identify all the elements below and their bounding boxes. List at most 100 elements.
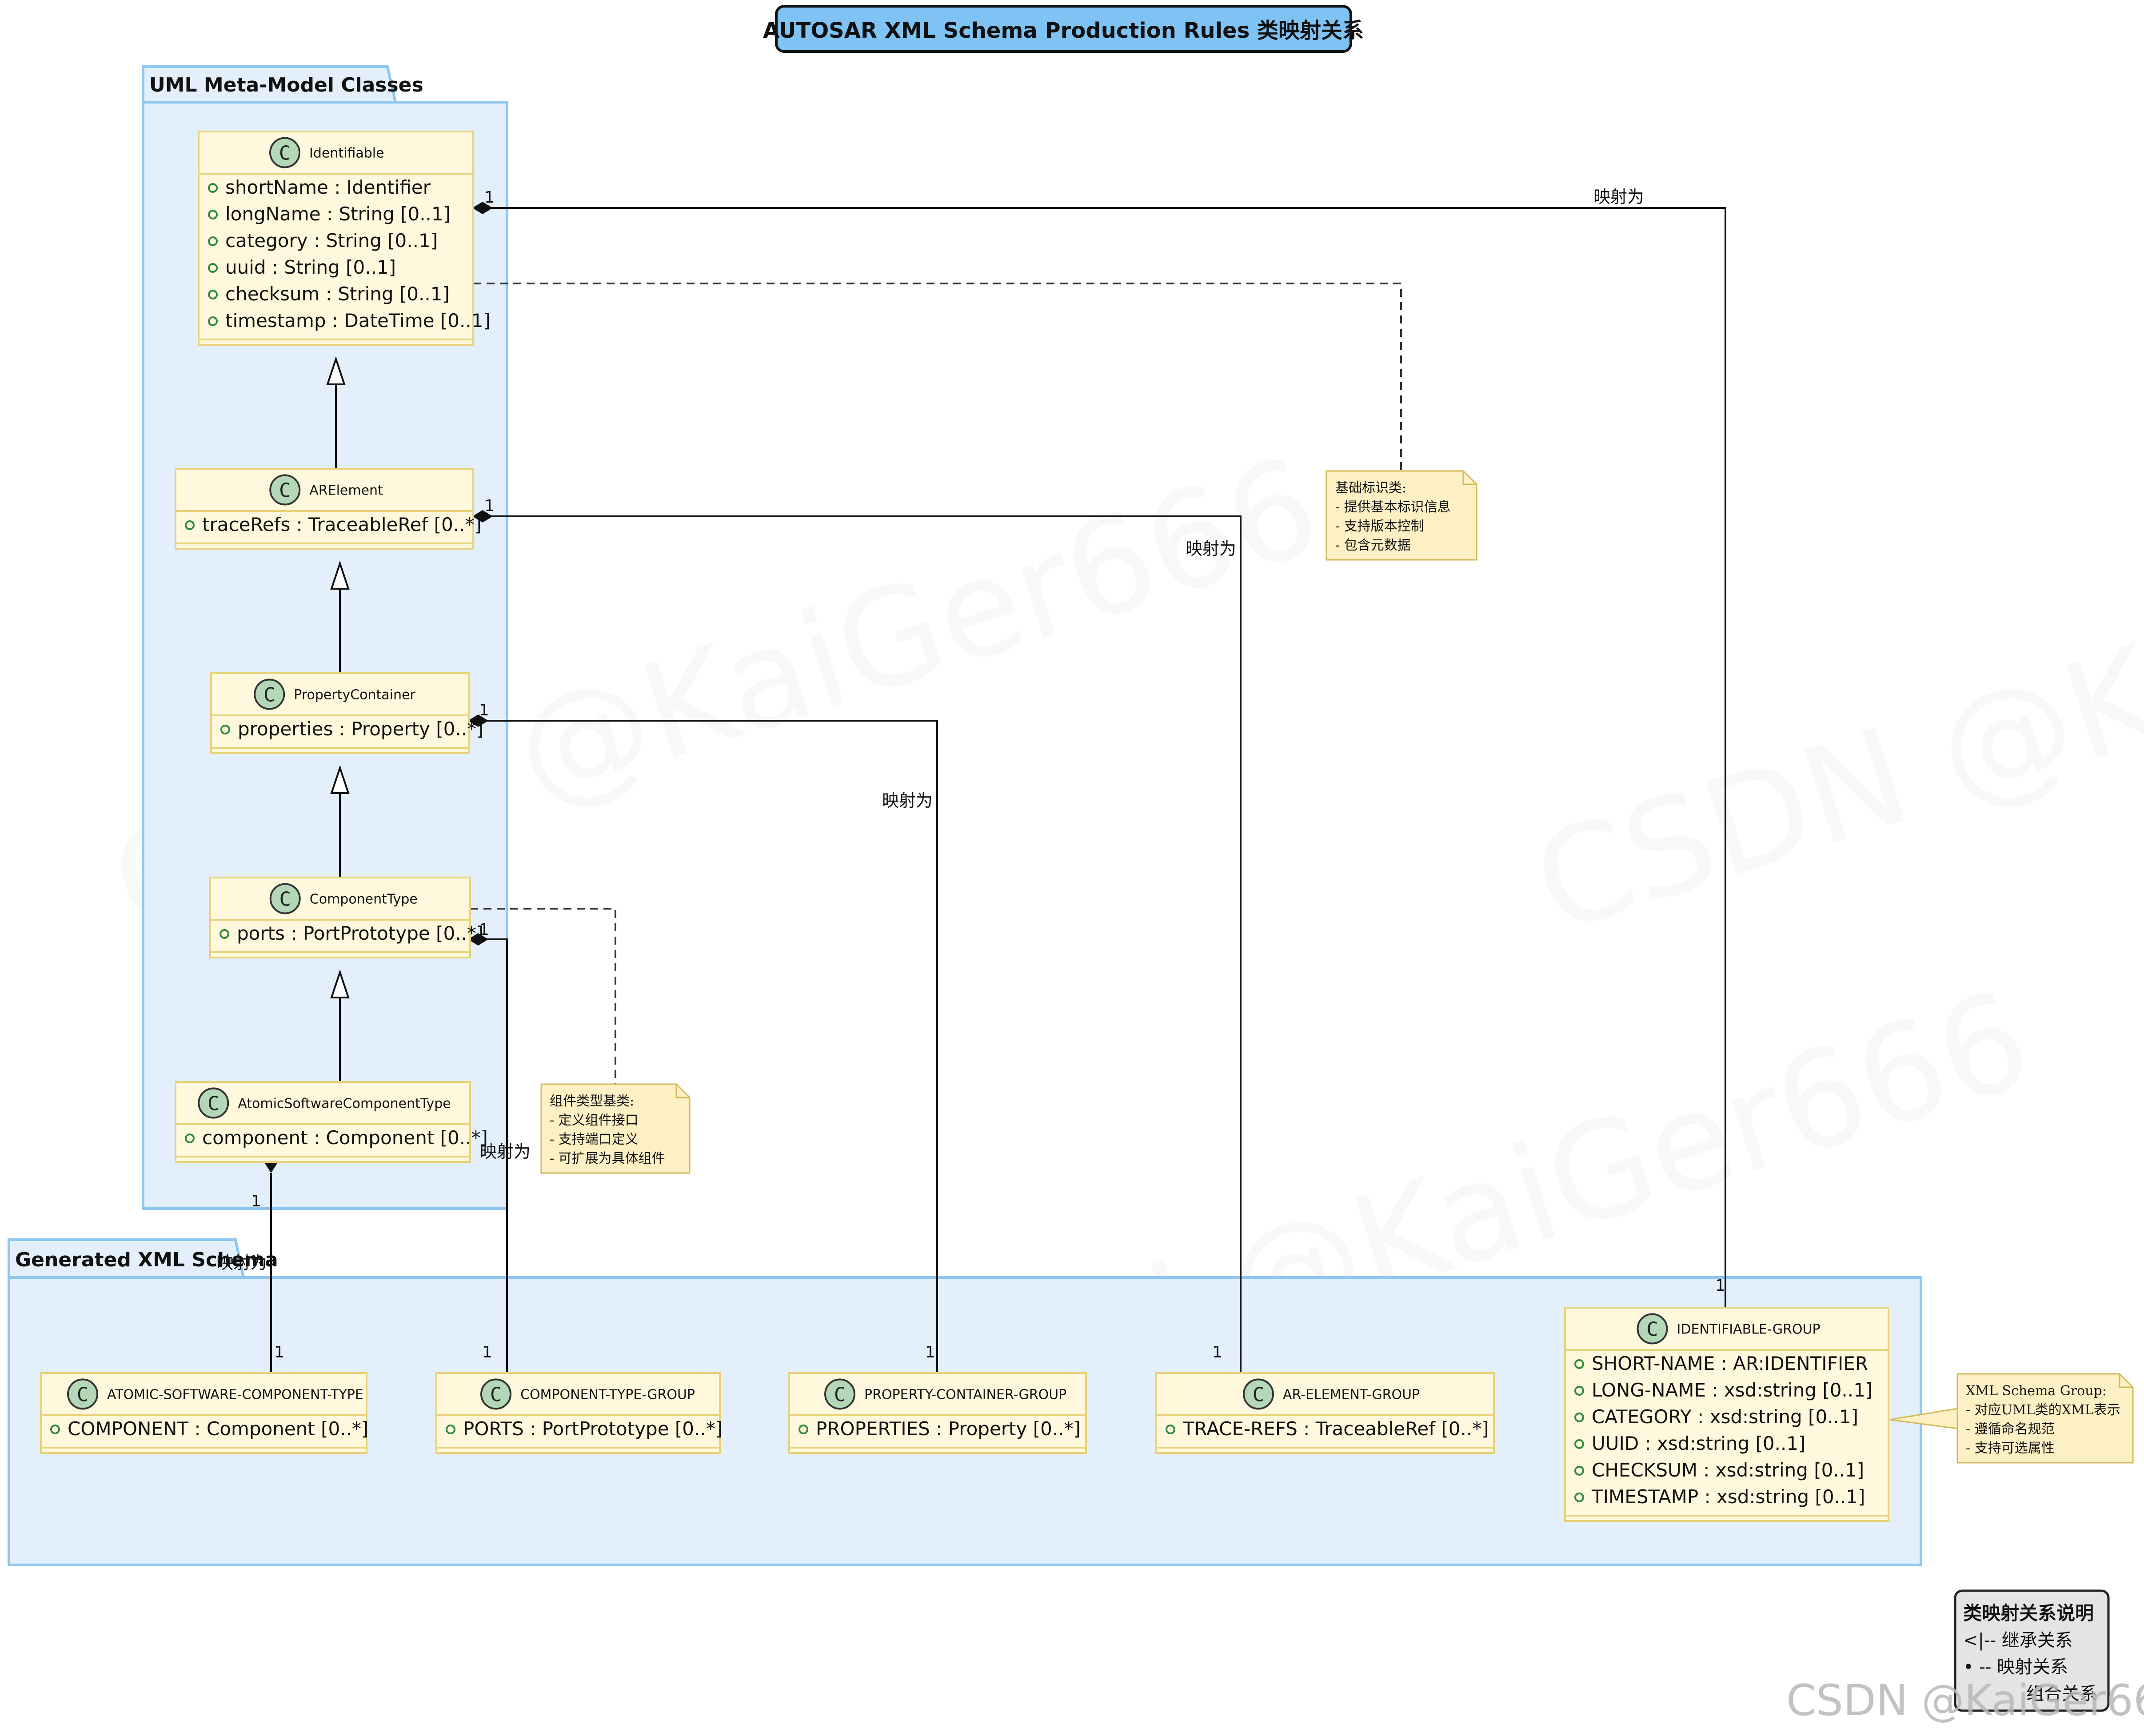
- class-name: ComponentType: [310, 892, 418, 907]
- mult-arelement-dst: 1: [1212, 1343, 1222, 1361]
- class-attribute: timestamp : DateTime [0..1]: [225, 310, 491, 331]
- class-attribute: PORTS : PortPrototype [0..*]: [463, 1418, 723, 1440]
- class-attribute: TIMESTAMP : xsd:string [0..1]: [1591, 1486, 1865, 1508]
- public-visibility-icon: [446, 1425, 455, 1434]
- class-c-glyph: C: [264, 684, 275, 706]
- title-text: AUTOSAR XML Schema Production Rules 类映射关…: [763, 18, 1364, 43]
- class-c-glyph: C: [208, 1093, 220, 1115]
- mapping-line-propertycontainer: [468, 720, 938, 1373]
- class-c-icon: [269, 137, 300, 168]
- note-componenttype-box: [540, 1083, 691, 1174]
- mult-identifiable-src: 1: [484, 188, 495, 207]
- inheritance-arrow-1: [326, 356, 346, 385]
- class-box: [435, 1372, 721, 1454]
- legend-line-inheritance: <|-- 继承关系: [1963, 1630, 2073, 1651]
- composition-diamond-componenttype: [468, 933, 488, 946]
- public-visibility-icon: [208, 263, 218, 273]
- note-componenttype: 组件类型基类: - 定义组件接口 - 支持端口定义 - 可扩展为具体组件: [540, 1083, 691, 1174]
- legend-box: [1954, 1589, 2110, 1712]
- class-attribute: ports : PortPrototype [0..*]: [237, 922, 483, 944]
- note-xml-group-line-1: XML Schema Group:: [1966, 1383, 2107, 1399]
- class-arelement-group: C AR-ELEMENT-GROUP TRACE-REFS : TraceableR…: [1155, 1372, 1495, 1454]
- mult-atomicswc-src: 1: [251, 1192, 261, 1210]
- class-box: [198, 131, 474, 346]
- class-c-icon: [67, 1378, 98, 1410]
- public-visibility-icon: [1574, 1493, 1584, 1502]
- mapping-label-componenttype: 映射为: [480, 1142, 531, 1161]
- uml-package-label: UML Meta-Model Classes: [149, 74, 423, 96]
- inheritance-arrow-4: [330, 969, 350, 998]
- mapping-label-atomicswc: 映射为: [216, 1253, 267, 1273]
- public-visibility-icon: [220, 725, 230, 734]
- class-box: [210, 672, 470, 754]
- xml-package-label: Generated XML Schema: [15, 1249, 278, 1271]
- note-componenttype-fold: [675, 1084, 690, 1098]
- note-componenttype-line-2: - 定义组件接口: [550, 1113, 639, 1128]
- mapping-label-arelement: 映射为: [1186, 539, 1236, 559]
- composition-diamond-identifiable: [472, 202, 493, 214]
- class-c-icon: [480, 1378, 511, 1410]
- class-attribute: LONG-NAME : xsd:string [0..1]: [1592, 1379, 1873, 1401]
- public-visibility-icon: [208, 236, 218, 246]
- inheritance-arrow-2: [330, 560, 350, 590]
- note-identifiable-line-2: - 提供基本标识信息: [1335, 499, 1451, 515]
- class-attribute: uuid : String [0..1]: [225, 256, 396, 278]
- public-visibility-icon: [1574, 1466, 1584, 1476]
- mult-atomicswc-dst: 1: [274, 1343, 284, 1361]
- class-c-glyph: C: [279, 888, 291, 911]
- class-c-icon: [198, 1087, 229, 1119]
- public-visibility-icon: [1574, 1439, 1584, 1449]
- class-c-glyph: C: [279, 479, 291, 502]
- mapping-connectors: [265, 202, 1726, 1373]
- note-identifiable-line-4: - 包含元数据: [1335, 538, 1411, 553]
- note-componenttype-line-4: - 可扩展为具体组件: [550, 1151, 665, 1166]
- class-c-icon: [1637, 1313, 1668, 1345]
- class-name: PropertyContainer: [294, 687, 415, 703]
- note-xml-group: XML Schema Group: - 对应UML类的XML表示 - 遵循命名规…: [1956, 1373, 2134, 1464]
- class-name: ATOMIC-SOFTWARE-COMPONENT-TYPE: [107, 1387, 363, 1403]
- multiplicities: 1 1 1 1 1 1 1 1 1 1: [251, 188, 1725, 1361]
- class-c-icon: [254, 678, 285, 710]
- title-box: [775, 5, 1352, 53]
- mapping-labels: 映射为 映射为 映射为 映射为 映射为: [216, 187, 1644, 1273]
- note-identifiable-line-3: - 支持版本控制: [1335, 519, 1424, 534]
- public-visibility-icon: [1166, 1425, 1175, 1434]
- class-c-icon: [1243, 1378, 1274, 1410]
- note-identifiable: 基础标识类: - 提供基本标识信息 - 支持版本控制 - 包含元数据: [1326, 470, 1477, 561]
- public-visibility-icon: [1574, 1386, 1584, 1396]
- note-identifiable-box: [1326, 470, 1477, 561]
- public-visibility-icon: [799, 1425, 808, 1434]
- class-attribute: UUID : xsd:string [0..1]: [1592, 1433, 1805, 1454]
- legend: 类映射关系说明 <|-- 继承关系 • -- 映射关系 组合关系: [1954, 1589, 2110, 1712]
- class-name: AR-ELEMENT-GROUP: [1283, 1387, 1420, 1403]
- note-link-identifiable: [473, 283, 1402, 471]
- public-visibility-icon: [1574, 1413, 1584, 1422]
- class-attribute: TRACE-REFS : TraceableRef [0..*]: [1182, 1418, 1489, 1440]
- public-visibility-icon: [208, 183, 218, 193]
- class-c-icon: [824, 1378, 855, 1410]
- mapping-line-arelement: [472, 515, 1242, 1373]
- composition-diamond-arelement: [472, 510, 493, 523]
- watermark-3: CSDN @KaiGer666: [1517, 428, 2144, 963]
- legend-title: 类映射关系说明: [1963, 1602, 2094, 1624]
- note-xml-group-line-2: - 对应UML类的XML表示: [1966, 1402, 2120, 1418]
- class-name: ARElement: [309, 483, 383, 499]
- mapping-label-propertycontainer: 映射为: [882, 791, 933, 810]
- class-attribute: COMPONENT : Component [0..*]: [68, 1418, 368, 1440]
- mapping-line-identifiable: [472, 207, 1726, 1308]
- mult-identifiable-dst: 1: [1715, 1277, 1725, 1295]
- public-visibility-icon: [208, 316, 218, 326]
- composition-diamond-propertycontainer: [468, 714, 488, 727]
- watermark-corner: CSDN @KaiGer666: [1786, 1676, 2144, 1725]
- mult-propertycontainer-dst: 1: [925, 1343, 935, 1361]
- class-c-glyph: C: [1253, 1384, 1265, 1406]
- public-visibility-icon: [185, 1133, 195, 1143]
- class-name: AtomicSoftwareComponentType: [238, 1096, 451, 1112]
